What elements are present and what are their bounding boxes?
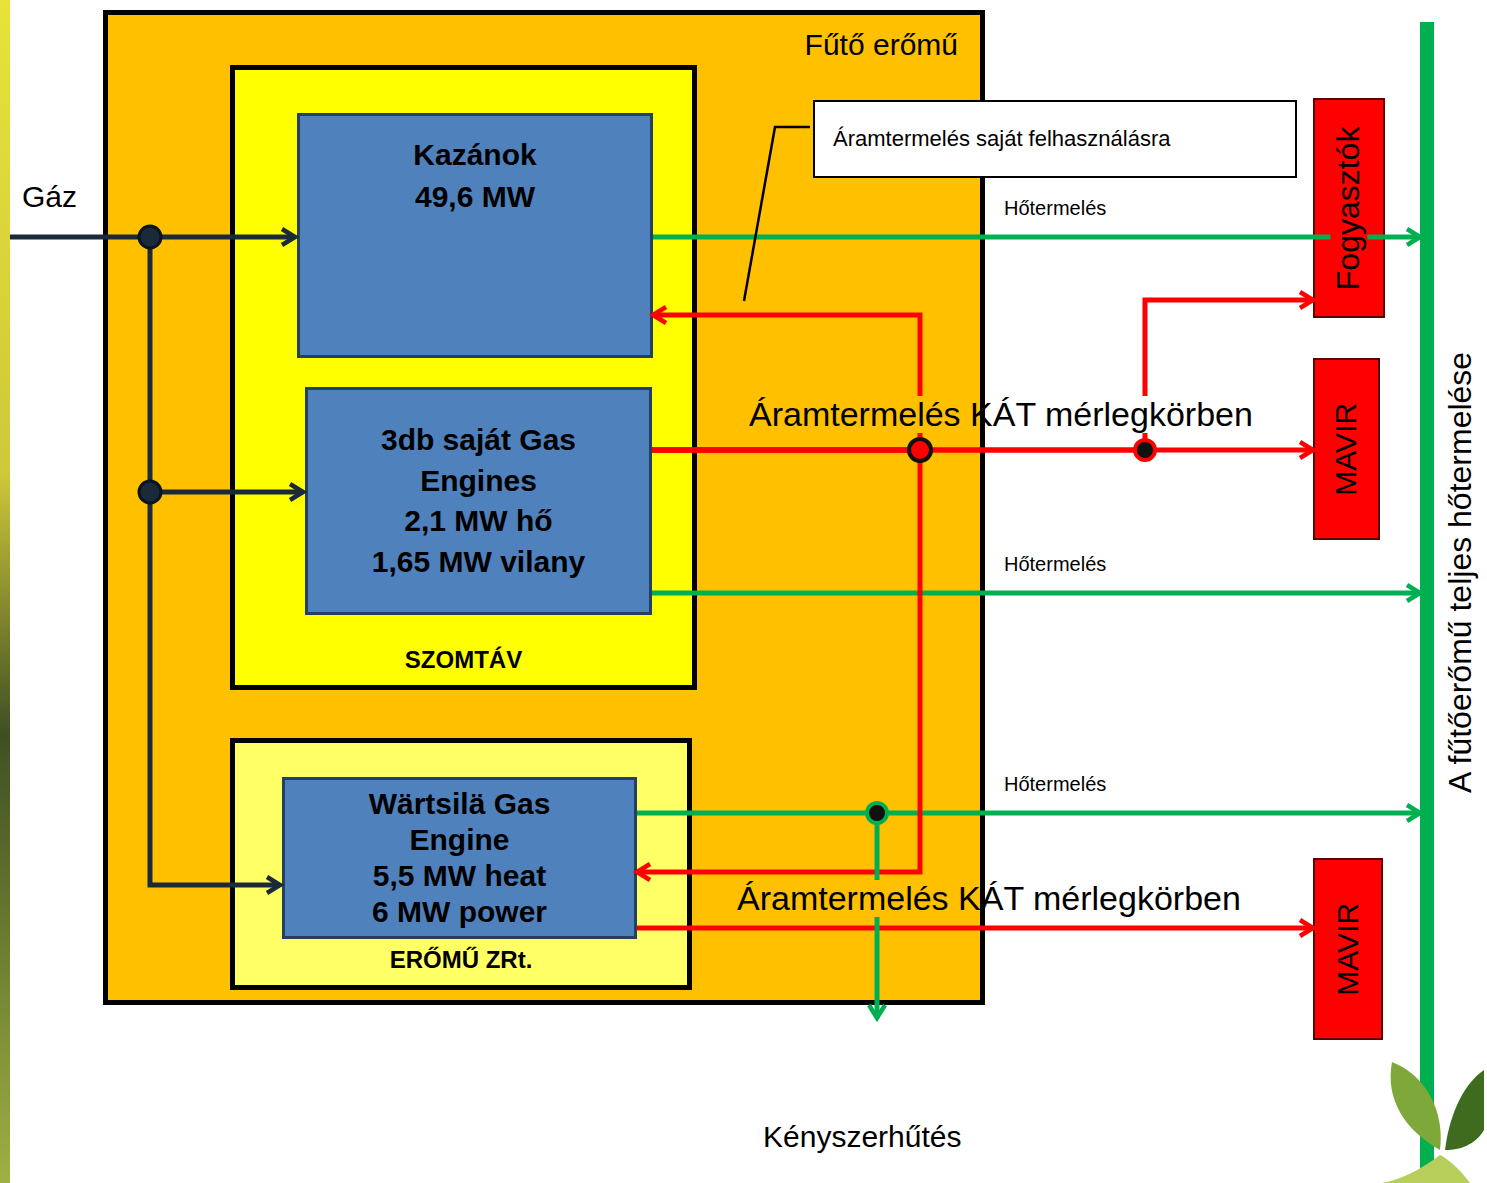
- flow-label-anchor: Áramtermelés KÁT mérlegkörben: [733, 880, 1245, 917]
- annotation-label: Kényszerhűtés: [763, 1120, 961, 1155]
- side-strip: [0, 0, 10, 1183]
- flow-label: Áramtermelés KÁT mérlegkörben: [733, 880, 1245, 917]
- unit-label: 2,1 MW hő: [404, 501, 552, 542]
- gas-line: [150, 237, 280, 885]
- unit-label: Wärtsilä Gas Engine: [355, 786, 565, 858]
- company-name: SZOMTÁV: [405, 646, 522, 675]
- heat-collector-bar: A fűtőerőmű teljes hőtermelése: [1420, 22, 1434, 1183]
- company-area: SZOMTÁV Kazánok49,6 MW 3db saját Gas Engin…: [230, 65, 697, 690]
- grid-operator-box: MAVIR: [1313, 358, 1380, 540]
- callout-text: Áramtermelés saját felhasználásra: [833, 126, 1170, 152]
- heat-flow-arrow: [653, 235, 1420, 240]
- consumer-box: Fogyasztók: [1313, 98, 1385, 318]
- junction-dot: [909, 439, 931, 461]
- unit-label: 5,5 MW heat: [373, 858, 546, 894]
- unit-label: 1,65 MW vilany: [372, 542, 585, 583]
- flow-label: Áramtermelés KÁT mérlegkörben: [745, 396, 1257, 433]
- leaf-logo: [1445, 1070, 1484, 1150]
- power-flow-arrow: [652, 448, 1313, 453]
- power-flow-arrow: [637, 926, 1313, 931]
- heat-flow-arrow: [652, 591, 1420, 596]
- flow-label: Hőtermelés: [1000, 773, 1110, 795]
- consumer-label: Fogyasztók: [1331, 118, 1368, 298]
- leaf-logo: [1382, 1155, 1470, 1183]
- unit-label: 49,6 MW: [415, 176, 535, 218]
- grid-operator-label: MAVIR: [1331, 895, 1366, 1004]
- grid-operator-box: MAVIR: [1313, 858, 1383, 1040]
- flow-label-anchor: Hőtermelés: [1000, 553, 1110, 575]
- junction-dot: [867, 803, 887, 823]
- flow-label: Hőtermelés: [1000, 197, 1110, 219]
- bar-label: A fűtőerőmű teljes hőtermelése: [1443, 352, 1480, 793]
- plant-title: Fűtő erőmű: [805, 27, 958, 63]
- boiler-box: Kazánok49,6 MW: [297, 113, 653, 358]
- engine-box: Wärtsilä Gas Engine5,5 MW heat6 MW power: [282, 777, 637, 939]
- gas-line: [150, 490, 303, 495]
- callout-box: Áramtermelés saját felhasználásra: [813, 100, 1297, 178]
- junction-dot: [139, 481, 161, 503]
- leader-line: [744, 127, 810, 301]
- company-area: ERŐMŰ ZRt. Wärtsilä Gas Engine5,5 MW heat…: [230, 738, 692, 990]
- flow-label-anchor: Hőtermelés: [1000, 197, 1110, 219]
- flow-label-anchor: Hőtermelés: [1000, 773, 1110, 795]
- junction-dot: [1135, 440, 1155, 460]
- unit-label: 3db saját Gas Engines: [371, 420, 586, 501]
- heat-flow-arrow: [637, 811, 1420, 816]
- unit-label: Kazánok: [413, 134, 536, 176]
- flow-label: Hőtermelés: [1000, 553, 1110, 575]
- junction-dot: [139, 226, 161, 248]
- label-anchor: Kényszerhűtés: [763, 1120, 961, 1155]
- label-anchor: Gáz: [22, 180, 77, 215]
- company-name: ERŐMŰ ZRt.: [390, 946, 533, 975]
- annotation-label: Gáz: [22, 180, 77, 215]
- grid-operator-label: MAVIR: [1329, 395, 1364, 504]
- engine-box: 3db saját Gas Engines2,1 MW hő1,65 MW vi…: [305, 387, 652, 615]
- flow-label-anchor: Áramtermelés KÁT mérlegkörben: [745, 396, 1257, 433]
- power-flow-arrow: [637, 450, 920, 872]
- leaf-logo: [1391, 1062, 1441, 1150]
- power-flow-arrow: [652, 300, 1313, 450]
- unit-label: 6 MW power: [372, 894, 547, 930]
